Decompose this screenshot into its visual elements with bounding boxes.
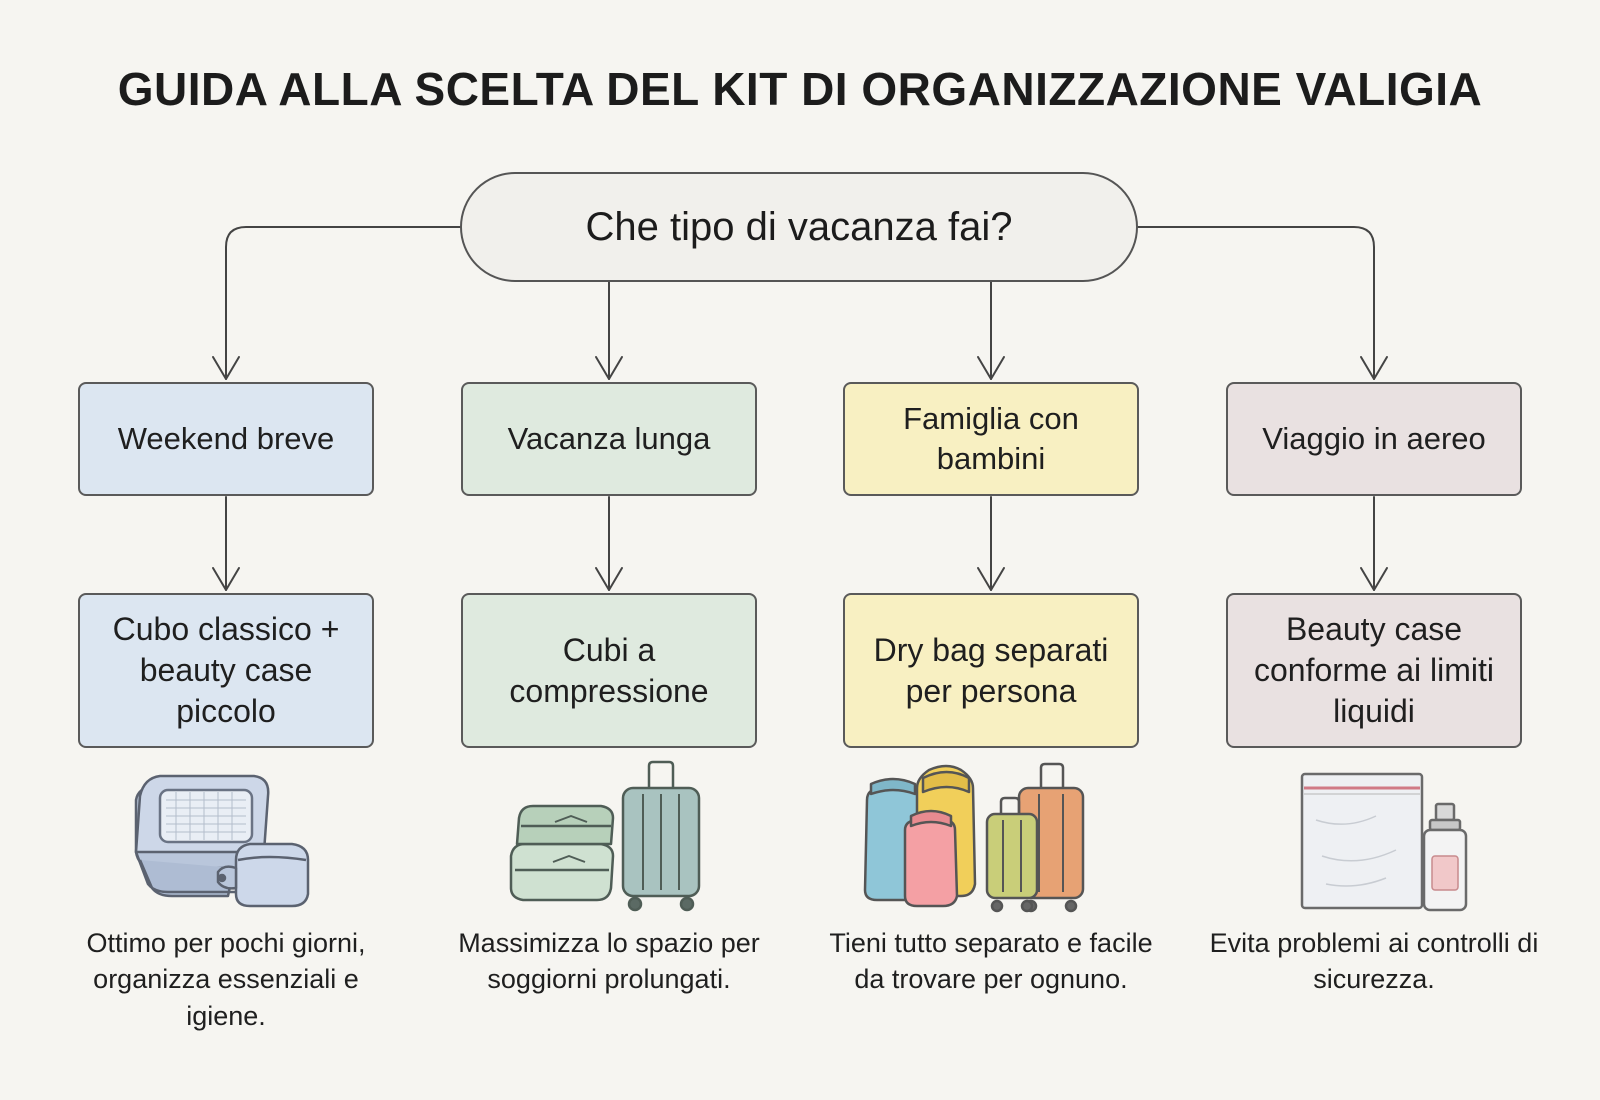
recommendation-famiglia: Dry bag separati per persona (843, 593, 1139, 748)
dry-bags-icon (863, 762, 1085, 913)
recommendation-weekend: Cubo classico + beauty case piccolo (78, 593, 374, 748)
toiletry-bag-icon (216, 842, 310, 908)
description-weekend: Ottimo per pochi giorni, organizza essen… (86, 928, 366, 1031)
suitcase-icon (621, 760, 701, 912)
recommendation-vacanza-lunga: Cubi a compressione (461, 593, 757, 748)
category-aereo: Viaggio in aereo (1226, 382, 1522, 496)
category-weekend: Weekend breve (78, 382, 374, 496)
compression-cubes-icon (509, 760, 701, 912)
kids-suitcases-icon (985, 762, 1085, 913)
recommendation-aereo: Beauty case conforme ai limiti liquidi (1226, 593, 1522, 748)
packing-cube-icon (134, 774, 310, 908)
connector-aereo (1135, 226, 1375, 380)
small-bottle-icon (1422, 802, 1468, 912)
page-title: GUIDA ALLA SCELTA DEL KIT DI ORGANIZZAZI… (117, 63, 1483, 115)
category-vacanza-lunga: Vacanza lunga (461, 382, 757, 496)
question-node: Che tipo di vacanza fai? (460, 172, 1138, 282)
connector-weekend (225, 226, 463, 380)
description-aereo: Evita problemi ai controlli di sicurezza… (1209, 928, 1539, 995)
description-famiglia: Tieni tutto separato e facile da trovare… (829, 928, 1153, 995)
liquids-bag-icon (1300, 772, 1468, 912)
category-famiglia: Famiglia con bambini (843, 382, 1139, 496)
description-vacanza-lunga: Massimizza lo spazio per soggiorni prolu… (458, 928, 760, 995)
